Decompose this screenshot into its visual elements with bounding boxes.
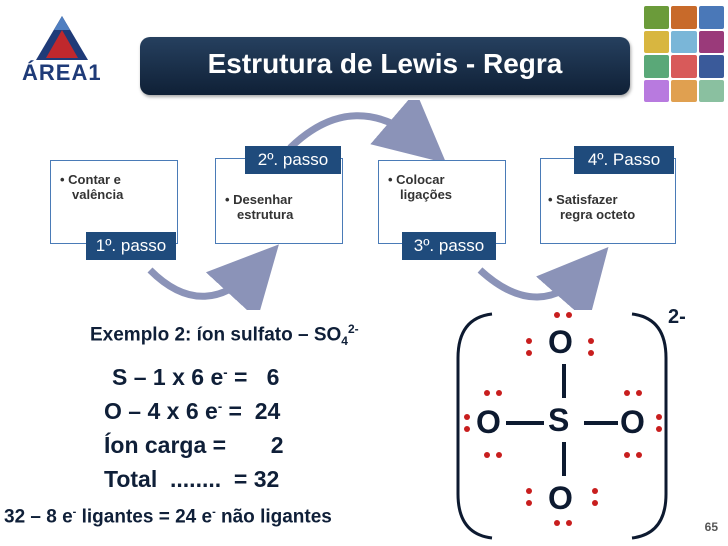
electron-dot bbox=[554, 312, 560, 318]
oxygen-bottom: O bbox=[548, 480, 573, 516]
example-footer: 32 – 8 e- ligantes = 24 e- não ligantes bbox=[4, 506, 332, 528]
example-row-total: Total ........ = 32 bbox=[104, 466, 280, 492]
electron-dot bbox=[624, 390, 630, 396]
electron-dot bbox=[656, 414, 662, 420]
oxygen-left: O bbox=[476, 404, 501, 440]
electron-dot bbox=[588, 338, 594, 344]
electron-dot bbox=[656, 426, 662, 432]
electron-dot bbox=[624, 452, 630, 458]
oxygen-right: O bbox=[620, 404, 645, 440]
electron-dot bbox=[464, 426, 470, 432]
electron-dot bbox=[554, 520, 560, 526]
example-heading: Exemplo 2: íon sulfato – SO42- bbox=[90, 322, 359, 349]
electron-dot bbox=[526, 338, 532, 344]
electron-dot bbox=[592, 500, 598, 506]
electron-dot bbox=[484, 390, 490, 396]
step-2-text: Desenhar estrutura bbox=[225, 192, 293, 222]
ion-charge: 2- bbox=[668, 306, 686, 328]
bond-right bbox=[584, 421, 618, 425]
example-row-sulfur: S – 1 x 6 e- = 6 bbox=[112, 364, 280, 390]
decorative-photo-mosaic bbox=[644, 6, 724, 102]
electron-dot bbox=[484, 452, 490, 458]
bond-left bbox=[506, 421, 544, 425]
lewis-brackets bbox=[456, 312, 668, 540]
step-2-tab: 2º. passo bbox=[245, 146, 341, 174]
electron-dot bbox=[566, 520, 572, 526]
electron-dot bbox=[526, 488, 532, 494]
step-3-text: Colocar ligações bbox=[388, 172, 452, 202]
electron-dot bbox=[526, 350, 532, 356]
electron-dot bbox=[588, 350, 594, 356]
electron-dot bbox=[526, 500, 532, 506]
sulfur-center: S bbox=[548, 402, 570, 438]
oxygen-top: O bbox=[548, 324, 573, 360]
electron-dot bbox=[636, 390, 642, 396]
example-row-oxygen: O – 4 x 6 e- = 24 bbox=[104, 398, 281, 424]
electron-dot bbox=[496, 390, 502, 396]
bond-top bbox=[562, 364, 566, 398]
bond-bottom bbox=[562, 442, 566, 476]
title-banner bbox=[140, 37, 630, 95]
step-1-tab: 1º. passo bbox=[86, 232, 176, 260]
electron-dot bbox=[592, 488, 598, 494]
step-3-tab: 3º. passo bbox=[402, 232, 496, 260]
step-4-tab: 4º. Passo bbox=[574, 146, 674, 174]
step-4-text: Satisfazer regra octeto bbox=[548, 192, 635, 222]
electron-dot bbox=[636, 452, 642, 458]
step-1-text: Contar e valência bbox=[60, 172, 123, 202]
page-number: 65 bbox=[704, 520, 718, 534]
page-title: Estrutura de Lewis - Regra bbox=[207, 48, 563, 79]
example-row-charge: Íon carga = 2 bbox=[104, 432, 284, 458]
electron-dot bbox=[566, 312, 572, 318]
area1-logo bbox=[14, 12, 132, 96]
logo-text: ÁREA1 bbox=[22, 60, 102, 85]
process-arrows bbox=[147, 100, 609, 310]
electron-dot bbox=[496, 452, 502, 458]
electron-dot bbox=[464, 414, 470, 420]
